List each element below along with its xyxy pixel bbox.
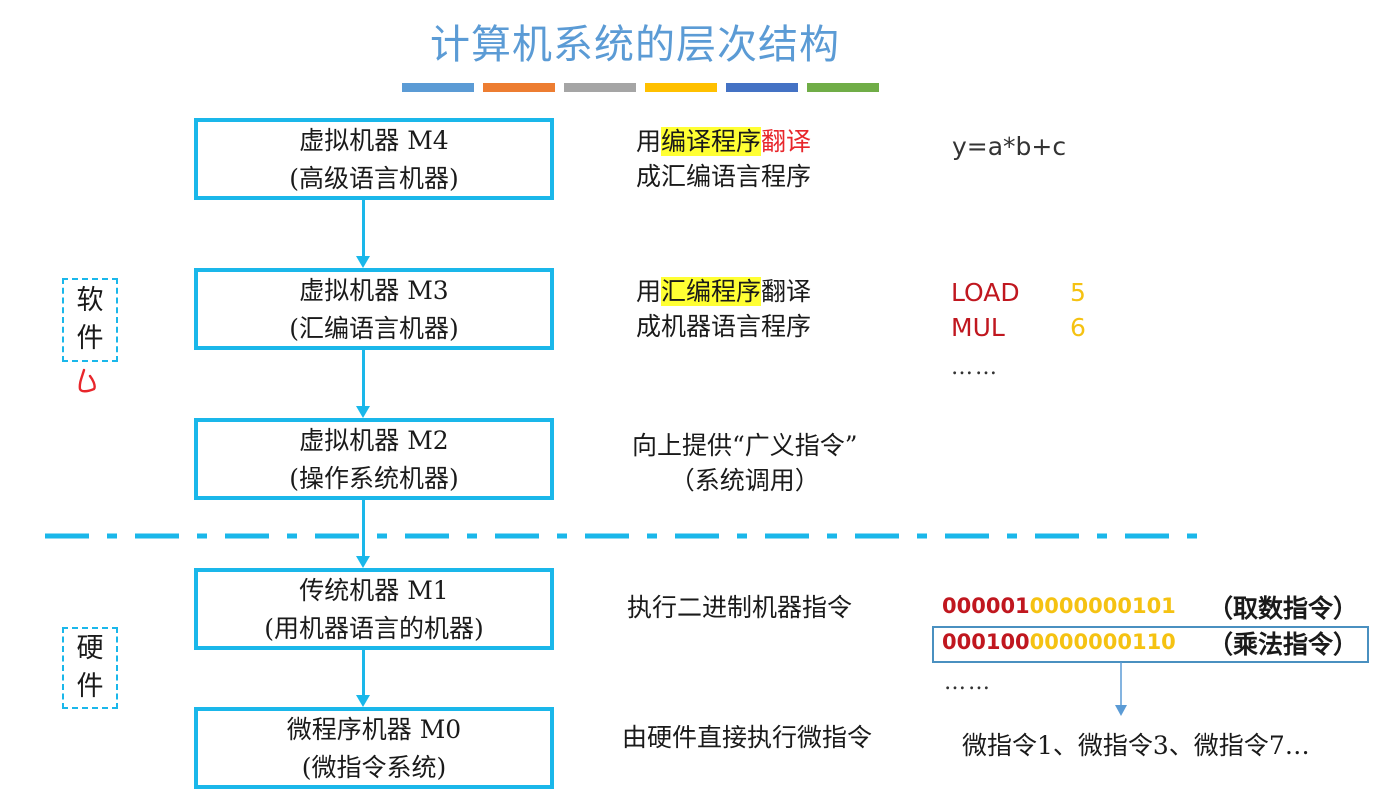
example-m3-arg-1: 5 [1070,278,1086,307]
level-sub: (用机器语言的机器) [264,614,484,643]
level-name: 虚拟机器 M2 [299,426,449,455]
software-hardware-divider [45,533,1205,539]
page-title: 计算机系统的层次结构 [430,22,840,68]
example-m3-more: …… [951,355,999,380]
level-box-m1: 传统机器 M1 (用机器语言的机器) [194,568,554,650]
desc-text: 用 [636,127,662,156]
level-box-m2: 虚拟机器 M2 (操作系统机器) [194,418,554,500]
example-m3-op-2: MUL [951,313,1005,342]
level-name: 传统机器 M1 [299,576,449,605]
desc-text: 翻译 [761,277,812,306]
operand: 0000000110 [1029,630,1176,654]
level-sub: (微指令系统) [301,753,447,782]
stripe-6 [807,83,879,92]
example-m3-op-1: LOAD [951,278,1020,307]
arrow-down-icon [356,695,370,707]
arrow-down-icon [356,406,370,418]
level-name: 虚拟机器 M4 [299,126,449,155]
desc-m0: 由硬件直接执行微指令 [622,723,873,752]
connector-m1-m0 [362,650,365,695]
opcode: 000001 [942,594,1030,618]
stripe-1 [402,83,474,92]
desc-highlight: 汇编程序 [661,277,762,306]
desc-line1: 向上提供“广义指令” [632,431,858,460]
stripe-5 [726,83,798,92]
arrow-down-icon [356,556,370,568]
desc-m2: 向上提供“广义指令” （系统调用） [632,428,858,498]
example-m0-microinstructions: 微指令1、微指令3、微指令7… [962,731,1310,760]
stripe-4 [645,83,717,92]
microcode-arrow-icon [1115,662,1127,716]
highlight-frame [932,626,1369,663]
desc-red-text: 翻译 [761,127,812,156]
opcode: 000100 [942,630,1030,654]
connector-m4-m3 [362,200,365,256]
example-m4: y=a*b+c [952,132,1067,161]
level-box-m0: 微程序机器 M0 (微指令系统) [194,707,554,789]
desc-text: 用 [636,277,662,306]
connector-m3-m2 [362,350,365,406]
software-char-2: 件 [76,323,104,354]
level-box-m3: 虚拟机器 M3 (汇编语言机器) [194,268,554,350]
software-label: 软 件 [62,278,118,362]
level-name: 微程序机器 M0 [286,715,462,744]
stripe-2 [483,83,555,92]
level-box-m4: 虚拟机器 M4 (高级语言机器) [194,118,554,200]
arrow-down-icon [356,256,370,268]
desc-m3: 用汇编程序翻译 成机器语言程序 [636,274,811,344]
desc-m1: 执行二进制机器指令 [627,593,853,622]
hardware-char-2: 件 [76,671,104,702]
connector-m2-m1 [362,500,365,556]
example-m1-more: …… [944,670,992,695]
desc-line2: 成汇编语言程序 [636,162,812,191]
hardware-label: 硬 件 [62,627,118,709]
desc-line2: 成机器语言程序 [636,312,812,341]
example-m1-note-1: （取数指令） [1208,594,1359,623]
level-sub: (汇编语言机器) [289,314,459,343]
handwritten-mark-icon [78,368,96,393]
hardware-char-1: 硬 [76,633,104,664]
example-m1-instr-2: 0001000000000110 [942,630,1176,654]
desc-line2: （系统调用） [669,466,820,495]
desc-m4: 用编译程序翻译 成汇编语言程序 [636,124,811,194]
example-m3-arg-2: 6 [1070,313,1086,342]
desc-highlight: 编译程序 [661,127,762,156]
stripe-3 [564,83,636,92]
level-sub: (高级语言机器) [289,164,459,193]
level-name: 虚拟机器 M3 [299,276,449,305]
operand: 0000000101 [1029,594,1176,618]
level-sub: (操作系统机器) [289,464,459,493]
software-char-1: 软 [76,285,104,316]
example-m1-note-2: （乘法指令） [1208,630,1359,659]
title-color-stripes [402,83,879,92]
example-m1-instr-1: 0000010000000101 [942,594,1176,618]
